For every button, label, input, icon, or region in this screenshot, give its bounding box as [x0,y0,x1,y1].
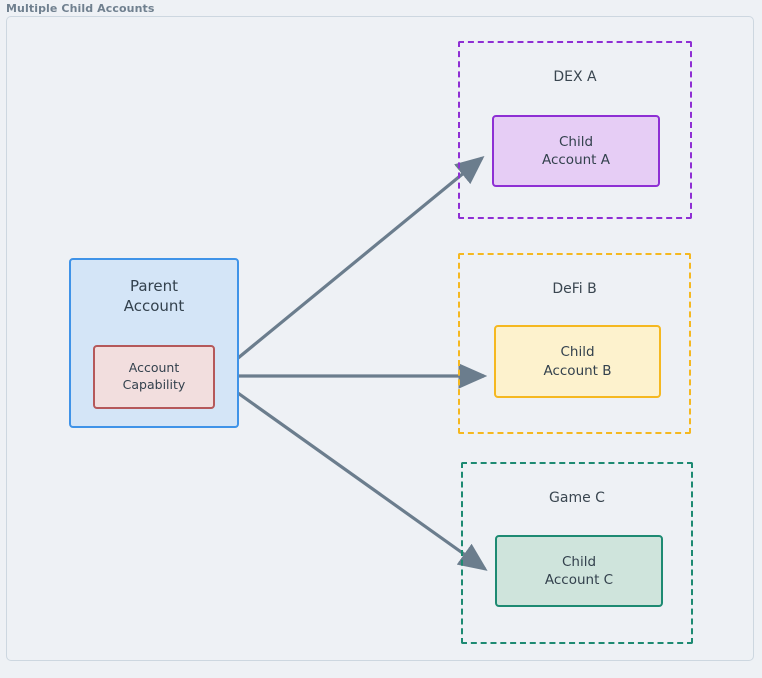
account-capability-node[interactable]: Account Capability [93,345,215,409]
child-account-c-node[interactable]: Child Account C [495,535,663,607]
child-account-c-label-line2: Account C [544,572,614,588]
subgraph-game-c-label: Game C [549,490,605,506]
frame-title: Multiple Child Accounts [6,2,155,15]
child-account-a-label-line1: Child [558,133,594,150]
subgraph-game-c[interactable]: Game C [461,462,693,644]
subgraph-dex-a[interactable]: DEX A [458,41,692,219]
child-account-a-label-line2: Account A [541,152,611,168]
child-account-b-label-line2: Account B [543,362,612,379]
child-account-b-node[interactable]: Child Account B [494,325,661,398]
child-account-c-label-line1: Child [561,553,597,570]
parent-account-label-line1: Parent [129,277,179,295]
subgraph-defi-b-label: DeFi B [552,281,597,297]
parent-account-label-line2: Account [123,297,185,316]
account-capability-label-line2: Capability [122,377,186,392]
child-account-a-node[interactable]: Child Account A [492,115,660,187]
child-account-b-label-line1: Child [560,344,595,361]
subgraph-defi-b[interactable]: DeFi B [458,253,691,434]
account-capability-label-line1: Account [128,360,180,376]
subgraph-dex-a-label: DEX A [553,69,597,85]
